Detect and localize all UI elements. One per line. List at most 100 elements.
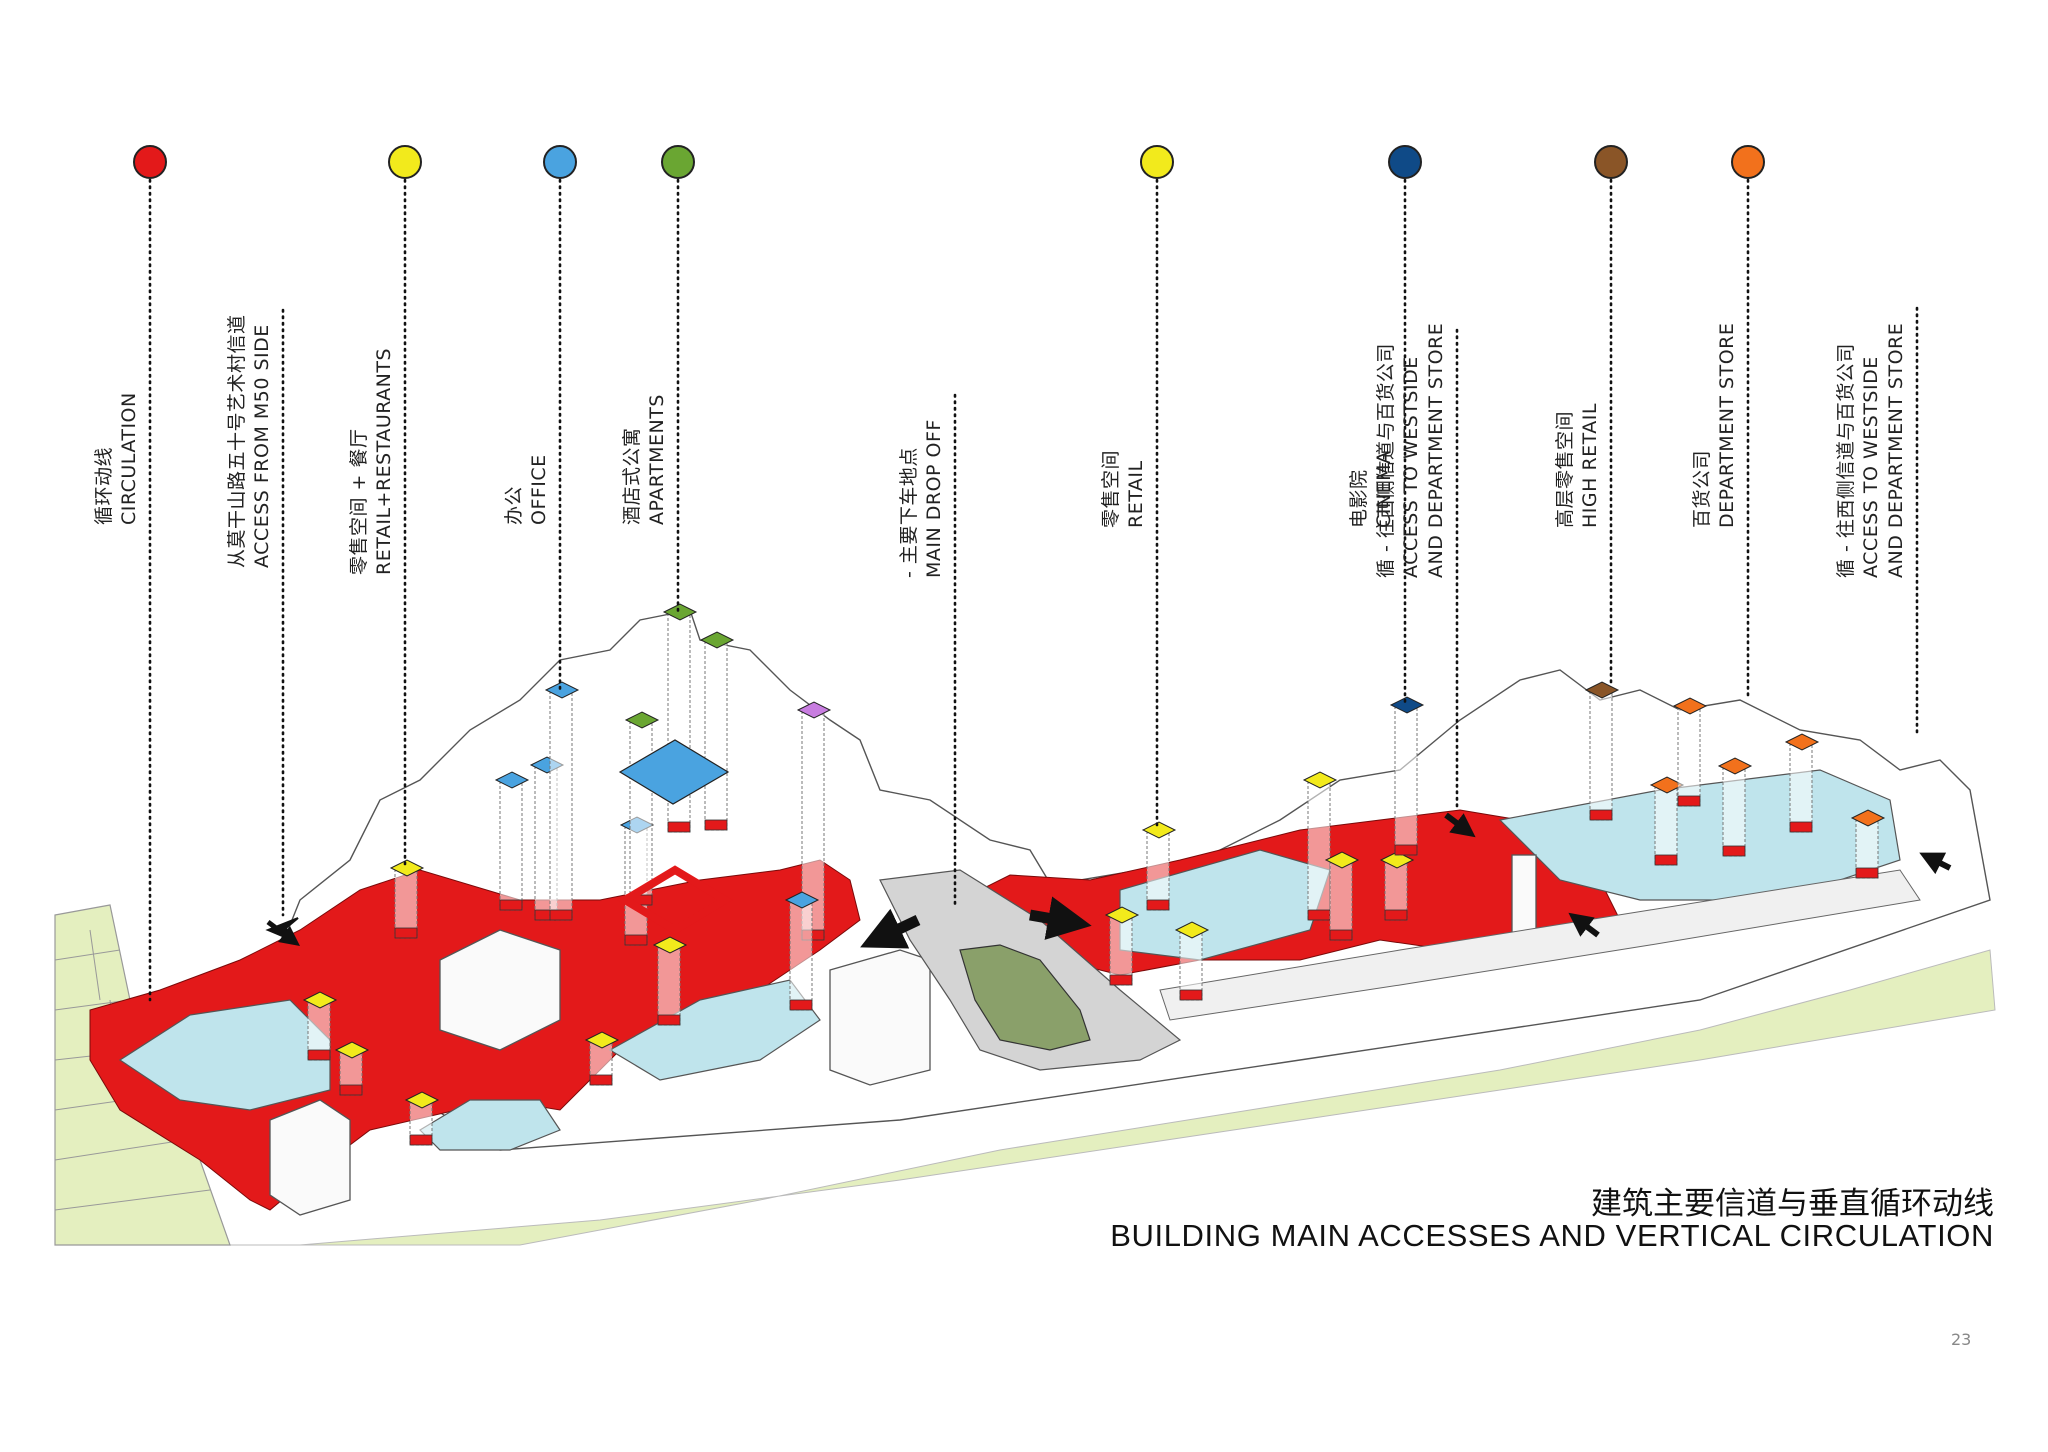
stack-cap: [1672, 697, 1708, 715]
stack-shaft: [789, 899, 813, 1011]
stack-base: [589, 1074, 613, 1086]
terrace-strip: [1159, 869, 1921, 1021]
legend-label-en: RETAIL+RESTAURANTS: [373, 347, 395, 575]
white-block-1: [269, 1099, 351, 1216]
stack-base: [1722, 845, 1746, 857]
stack-base: [789, 999, 813, 1011]
atrium-plate-5: [419, 1099, 561, 1151]
stack-shaft: [1109, 914, 1133, 986]
diagram-title-en: BUILDING MAIN ACCESSES AND VERTICAL CIRC…: [1110, 1218, 1994, 1253]
legend-label-en: APARTMENTS: [646, 394, 668, 525]
stack-shaft: [1677, 705, 1701, 807]
circulation-stack: [784, 891, 820, 1011]
white-block-2: [439, 929, 561, 1051]
stack-cap: [1302, 771, 1338, 789]
office-roof: [618, 739, 730, 805]
circulation-stack: [1141, 821, 1177, 911]
circulation-stack: [1850, 809, 1886, 879]
stack-cap: [1584, 681, 1620, 699]
circulation-stack: [1584, 681, 1620, 821]
stack-cap: [1141, 821, 1177, 839]
white-tower: [1511, 854, 1537, 941]
legend-dot-3: [543, 145, 577, 179]
legend-dot-7: [1388, 145, 1422, 179]
stack-shaft: [549, 689, 573, 921]
stack-base: [1307, 909, 1331, 921]
legend-label-en: ACCESS FROM M50 SIDE: [251, 324, 273, 568]
stack-base: [1329, 929, 1353, 941]
legend-label-en: MAIN DROP OFF: [923, 419, 945, 578]
legend-label-cn: 百货公司: [1691, 449, 1713, 528]
diagram-title-cn: 建筑主要信道与垂直循环动线: [1591, 1186, 1994, 1222]
stack-cap: [494, 771, 530, 789]
stack-base: [624, 934, 648, 946]
legend-label-en: AND DEPARTMENT STORE: [1425, 322, 1447, 578]
legend-label-cn: - 主要下车地点: [898, 447, 920, 578]
circulation-stack: [389, 859, 425, 939]
stack-base: [307, 1049, 331, 1061]
circulation-stack: [1174, 921, 1210, 1001]
circulation-stack: [584, 1031, 620, 1086]
legend-label-cn: 酒店式公寓: [621, 427, 643, 525]
legend-label-en: DEPARTMENT STORE: [1716, 322, 1738, 528]
stack-base: [704, 819, 728, 831]
arrow-drop-off-east: [1029, 896, 1092, 940]
stack-base: [394, 927, 418, 939]
circulation-stack: [1302, 771, 1338, 921]
legend-label-cn: 循 - 往西侧信道与百货公司: [1835, 343, 1857, 578]
legend-dot-10: [1731, 145, 1765, 179]
stack-base: [1179, 989, 1203, 1001]
circulation-stack: [1672, 697, 1708, 807]
stack-cap: [1324, 851, 1360, 869]
stack-shaft: [1789, 741, 1813, 833]
stack-cap: [699, 631, 735, 649]
stack-base: [1394, 844, 1418, 856]
stack-cap: [652, 936, 688, 954]
stack-base: [499, 899, 523, 911]
stack-base: [1855, 867, 1879, 879]
stack-shaft: [657, 944, 681, 1026]
circulation-stack: [404, 1091, 440, 1146]
legend-label-en: HIGH RETAIL: [1579, 403, 1601, 528]
stack-base: [339, 1084, 363, 1096]
white-block-3: [829, 949, 931, 1086]
legend-label-cn: 高层零售空间: [1554, 410, 1576, 528]
stack-cap: [784, 891, 820, 909]
access-arrows: [265, 812, 1952, 949]
circulation-stack: [1324, 851, 1360, 941]
stack-base: [1789, 821, 1813, 833]
legend-dots: [133, 145, 1765, 179]
circulation-stack: [1784, 733, 1820, 833]
legend-label-en: RETAIL: [1125, 460, 1147, 528]
stack-base: [1654, 854, 1678, 866]
circulation-stack: [1104, 906, 1140, 986]
stack-base: [1589, 809, 1613, 821]
open-frame: [617, 865, 733, 935]
legend-dot-0: [133, 145, 167, 179]
stack-cap: [796, 701, 832, 719]
legend-dot-2: [388, 145, 422, 179]
legend-dot-9: [1594, 145, 1628, 179]
arrow-drop-off-west: [860, 908, 921, 949]
legend-label-cn: 循环动线: [93, 446, 115, 525]
stack-base: [549, 909, 573, 921]
legend-label-en: ACCESS TO WESTSIDE: [1860, 356, 1882, 578]
legend-label-cn: 办公: [503, 485, 525, 525]
drop-off-island: [959, 944, 1091, 1051]
arrow-westside-1: [1444, 812, 1476, 838]
atrium-plate-1: [118, 999, 331, 1111]
legend-dot-4: [661, 145, 695, 179]
leader-lines: [148, 178, 1919, 1002]
arrow-westside-3: [1919, 852, 1952, 875]
stack-base: [1677, 795, 1701, 807]
legend-label-cn: 零售空间 + 餐厅: [348, 428, 370, 576]
circulation-stack: [1649, 776, 1685, 866]
circulation-stack: [494, 771, 530, 911]
stack-shaft: [1394, 704, 1418, 856]
stack-base: [1146, 899, 1170, 911]
stack-cap: [1717, 757, 1753, 775]
stack-shaft: [1179, 929, 1203, 1001]
arrow-westside-2: [1568, 912, 1600, 938]
